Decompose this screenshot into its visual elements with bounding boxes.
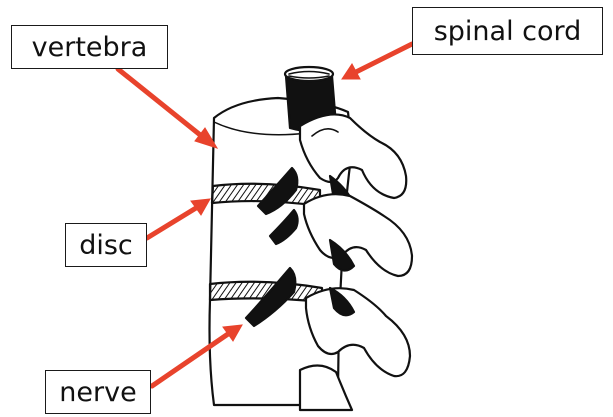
spinal-cord-arrow xyxy=(356,44,412,72)
nerve-label: nerve xyxy=(45,370,151,414)
bottom-process xyxy=(300,365,352,410)
spinal-cord-label: spinal cord xyxy=(412,7,603,55)
vertebra-label: vertebra xyxy=(11,25,168,69)
disc-label: disc xyxy=(65,223,147,267)
disc-arrow xyxy=(147,208,196,238)
vertebra-arrow xyxy=(118,69,204,138)
